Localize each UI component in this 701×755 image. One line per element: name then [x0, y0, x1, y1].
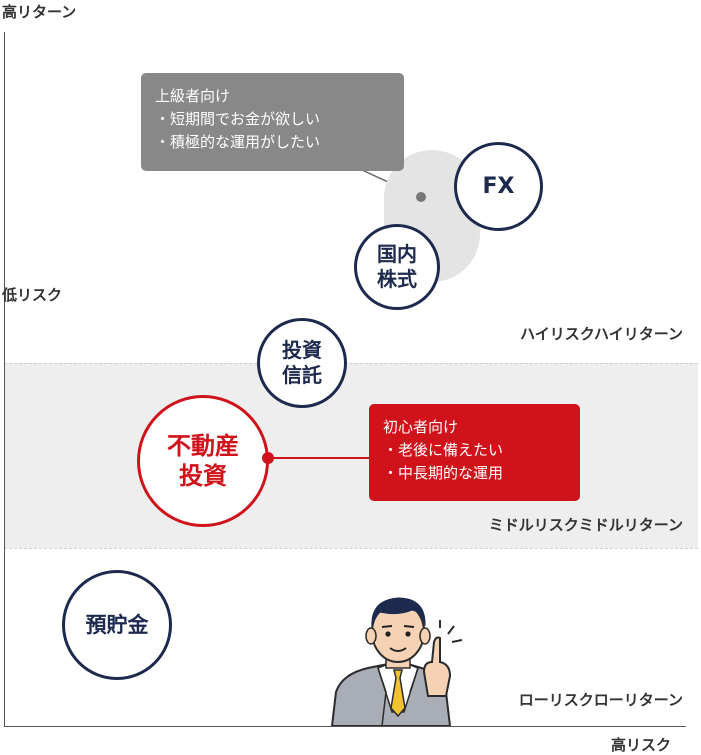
y-axis-line [4, 32, 5, 727]
fx-circle: FX [454, 142, 543, 231]
real-estate-label-line: 投資 [179, 462, 227, 490]
high-risk-label: 高リスク [611, 736, 672, 754]
high-middle-divider [4, 363, 698, 364]
domestic-stocks-label-line: 株式 [377, 267, 417, 291]
beginner-callout: 初心者向け ・老後に備えたい ・中長期的な運用 [369, 404, 580, 501]
middle-risk-band [4, 363, 698, 548]
x-axis-line [4, 726, 686, 727]
savings-circle: 預貯金 [62, 570, 172, 680]
investment-trust-label-line: 投資 [282, 338, 322, 362]
investment-trust-label-line: 信託 [282, 363, 322, 387]
zone-label-middle: ミドルリスクミドルリターン [488, 516, 683, 534]
businessman-illustration [330, 597, 463, 726]
beginner-callout-title: 初心者向け [383, 418, 459, 436]
advanced-callout-item: ・短期間でお金が欲しい [155, 110, 321, 128]
zone-label-high: ハイリスクハイリターン [520, 325, 683, 343]
domestic-stocks-label-line: 国内 [377, 242, 417, 266]
middle-low-divider [4, 548, 698, 549]
high-return-label: 高リターン [2, 3, 77, 21]
beginner-connector-dot [262, 452, 274, 464]
zone-label-low: ローリスクローリターン [518, 691, 683, 709]
beginner-callout-item: ・中長期的な運用 [383, 464, 504, 482]
real-estate-label-line: 不動産 [167, 432, 239, 460]
savings-label: 預貯金 [85, 612, 149, 637]
low-risk-label: 低リスク [2, 286, 63, 304]
advanced-callout: 上級者向け ・短期間でお金が欲しい ・積極的な運用がしたい [141, 73, 404, 171]
beginner-callout-item: ・老後に備えたい [383, 441, 504, 459]
domestic-stocks-circle: 国内 株式 [354, 224, 440, 310]
advanced-connector-dot [416, 192, 426, 202]
investment-trust-circle: 投資 信託 [257, 318, 347, 408]
advanced-callout-item: ・積極的な運用がしたい [155, 133, 321, 151]
real-estate-circle: 不動産 投資 [137, 395, 269, 527]
fx-label: FX [482, 173, 515, 199]
advanced-callout-title: 上級者向け [155, 87, 231, 105]
